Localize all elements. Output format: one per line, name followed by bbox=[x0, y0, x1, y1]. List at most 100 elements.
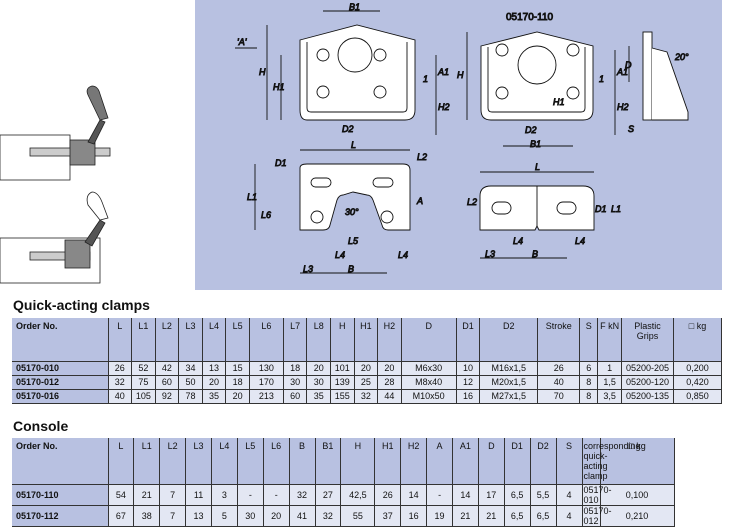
label-l6: L6 bbox=[261, 210, 271, 220]
column-header: D2 bbox=[479, 318, 539, 362]
table-cell: 27 bbox=[315, 484, 342, 506]
table-cell: 70 bbox=[537, 389, 581, 404]
table-cell: 0,200 bbox=[673, 360, 722, 376]
table-cell: 0,100 bbox=[600, 484, 675, 506]
table-cell: - bbox=[237, 484, 264, 506]
table-cell: 6,5 bbox=[504, 484, 531, 506]
table-cell: 5 bbox=[211, 505, 238, 527]
console-side-view bbox=[628, 31, 689, 121]
column-header: H bbox=[340, 438, 376, 485]
table-cell: 139 bbox=[330, 375, 355, 390]
table-cell: 75 bbox=[131, 375, 156, 390]
table-cell: 05200-205 bbox=[621, 360, 674, 376]
table-cell: 20 bbox=[263, 505, 290, 527]
label-b: B bbox=[348, 264, 354, 274]
label-l5: L5 bbox=[348, 236, 359, 246]
table-cell: 21 bbox=[133, 484, 161, 506]
order-number-cell: 05170-110 bbox=[12, 484, 109, 506]
table-cell: 20 bbox=[377, 360, 402, 376]
label-l4-console-right: L4 bbox=[575, 236, 585, 246]
table-cell: 101 bbox=[330, 360, 355, 376]
column-header: L2 bbox=[155, 318, 180, 362]
table-cell: 6,5 bbox=[504, 505, 531, 527]
clamp-base-top-view bbox=[254, 149, 411, 274]
label-h-console: H bbox=[457, 70, 464, 80]
table-cell: 12 bbox=[456, 375, 481, 390]
table-cell: 6,5 bbox=[530, 505, 557, 527]
table-cell: 130 bbox=[249, 360, 284, 376]
column-header: A1 bbox=[452, 438, 479, 485]
column-header: D2 bbox=[530, 438, 557, 485]
table-cell: M20x1,5 bbox=[479, 375, 539, 390]
order-number-cell: 05170-012 bbox=[12, 375, 109, 390]
label-h2-console: H2 bbox=[617, 102, 629, 112]
table-cell: 42,5 bbox=[340, 484, 376, 506]
column-header: B1 bbox=[315, 438, 342, 485]
table-cell: 40 bbox=[537, 375, 581, 390]
order-number-cell: 05170-010 bbox=[12, 360, 109, 376]
table-cell: 18 bbox=[225, 375, 250, 390]
column-header: L7 bbox=[283, 318, 308, 362]
table-cell: 16 bbox=[400, 505, 428, 527]
label-a1: A1 bbox=[437, 67, 449, 77]
table-cell: 8 bbox=[579, 375, 599, 390]
table-cell: 18 bbox=[283, 360, 308, 376]
clamp-image-open bbox=[0, 85, 111, 181]
label-1-console: 1 bbox=[599, 74, 604, 84]
label-a: A bbox=[416, 196, 423, 206]
table-cell: 41 bbox=[289, 505, 316, 527]
column-header: corresponding quick-acting clamp bbox=[582, 438, 641, 485]
label-l1: L1 bbox=[247, 192, 257, 202]
table-cell: 37 bbox=[374, 505, 402, 527]
table-cell: M27x1,5 bbox=[479, 389, 539, 404]
table-cell: 14 bbox=[400, 484, 428, 506]
table-cell: 60 bbox=[155, 375, 180, 390]
clamp-illustrations bbox=[0, 80, 195, 290]
column-header: H2 bbox=[377, 318, 402, 362]
label-h2: H2 bbox=[438, 102, 450, 112]
column-header: L bbox=[108, 438, 135, 485]
table-cell: 1 bbox=[597, 360, 622, 376]
column-header: D1 bbox=[456, 318, 481, 362]
label-l: L bbox=[351, 140, 356, 150]
table-cell: 05200-135 bbox=[621, 389, 674, 404]
table-cell: 32 bbox=[354, 389, 379, 404]
table-cell: 14 bbox=[452, 484, 479, 506]
table-cell: 26 bbox=[537, 360, 581, 376]
table-cell: 35 bbox=[202, 389, 227, 404]
table-cell: 213 bbox=[249, 389, 284, 404]
table-cell: 21 bbox=[478, 505, 505, 527]
label-d2: D2 bbox=[342, 124, 354, 134]
table-cell: 16 bbox=[456, 389, 481, 404]
table-cell: 60 bbox=[283, 389, 308, 404]
label-angle-30: 30° bbox=[345, 207, 359, 217]
table-cell: 105 bbox=[131, 389, 156, 404]
table-cell: 1,5 bbox=[597, 375, 622, 390]
table-cell: 3,5 bbox=[597, 389, 622, 404]
table-cell: 34 bbox=[178, 360, 203, 376]
table-cell: 26 bbox=[108, 360, 133, 376]
table-cell: 6 bbox=[579, 360, 599, 376]
label-l-console: L bbox=[535, 162, 540, 172]
label-l4-right: L4 bbox=[398, 250, 408, 260]
table-cell: 44 bbox=[377, 389, 402, 404]
table-cell: 20 bbox=[354, 360, 379, 376]
table-cell: 8 bbox=[579, 389, 599, 404]
table-cell: M16x1,5 bbox=[479, 360, 539, 376]
table-cell: 0,850 bbox=[673, 389, 722, 404]
table-cell: 20 bbox=[306, 360, 331, 376]
table-cell: 32 bbox=[315, 505, 342, 527]
weight-icon: □ bbox=[628, 441, 637, 451]
table-cell: 0,420 bbox=[673, 375, 722, 390]
table-cell: 20 bbox=[225, 389, 250, 404]
table-cell: 13 bbox=[202, 360, 227, 376]
column-header: D bbox=[401, 318, 457, 362]
table-cell: 4 bbox=[556, 505, 583, 527]
table-cell: 28 bbox=[377, 375, 402, 390]
table-cell: 32 bbox=[108, 375, 133, 390]
